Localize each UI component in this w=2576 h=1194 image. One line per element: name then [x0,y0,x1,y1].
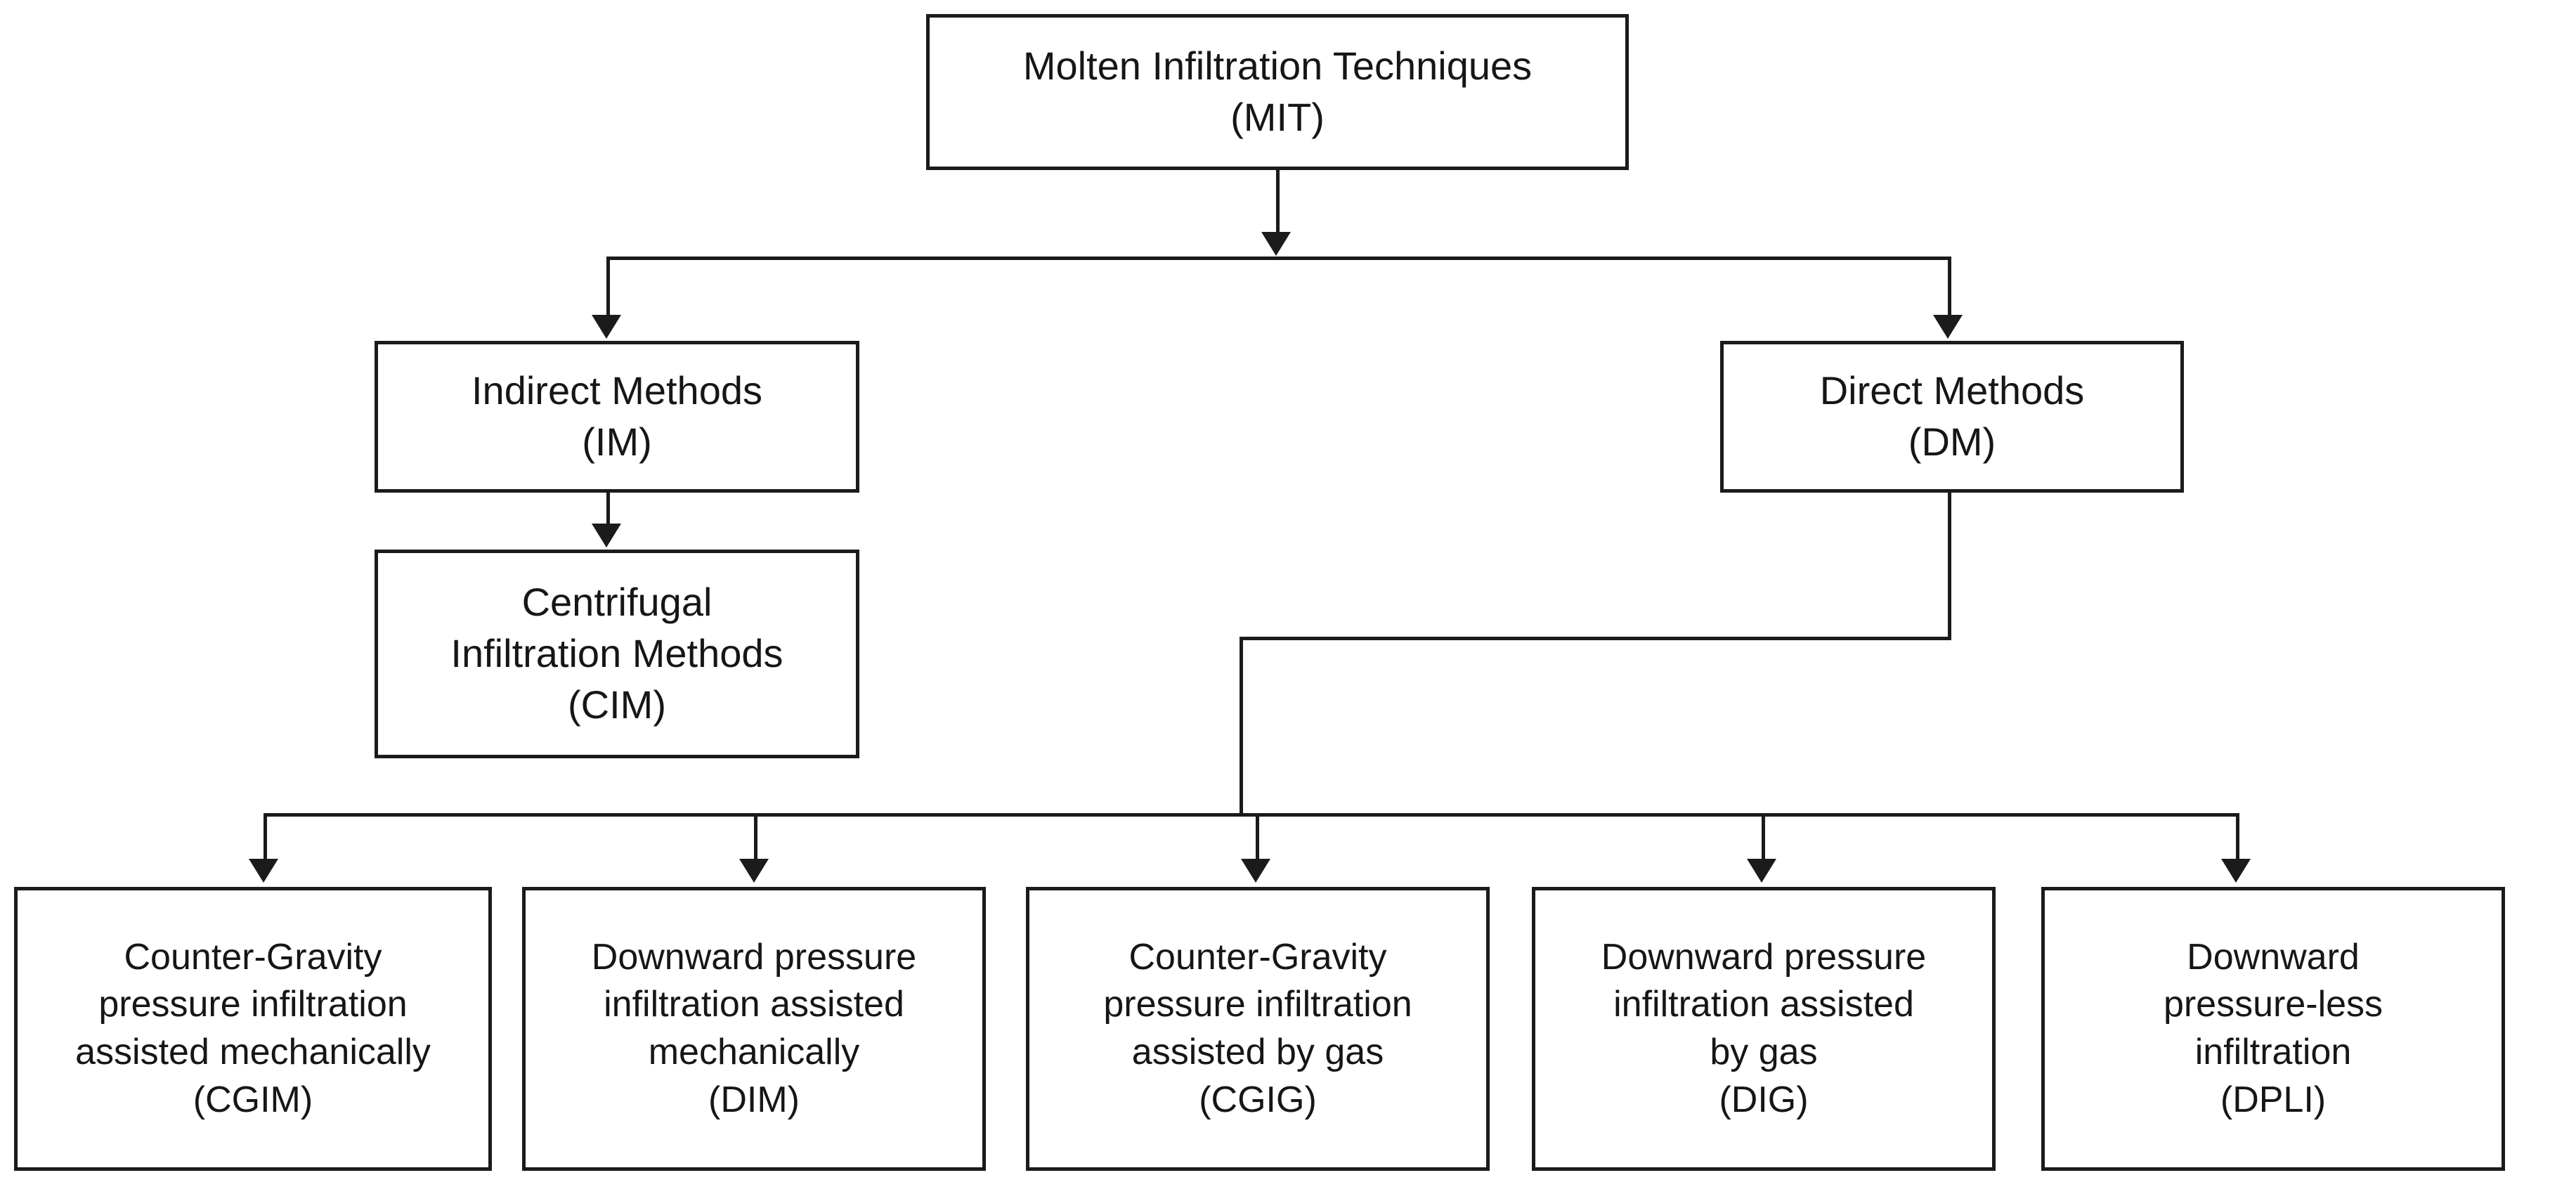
node-mit-title: Molten Infiltration Techniques [1022,44,1533,89]
node-dig-line1: Downward pressure [1601,936,1927,978]
edge-leaf-distribution-bar [264,813,2238,817]
node-dig-line2: infiltration assisted [1613,984,1914,1025]
edge-bar-to-dpli-arrowhead [2221,859,2251,883]
node-indirect-methods[interactable]: Indirect Methods (IM) [375,341,859,493]
edge-mit-to-im-arrowhead [592,315,621,339]
edge-mit-to-dm-drop [1948,257,1951,317]
edge-bar-to-dig [1762,813,1765,862]
node-counter-gravity-pressure-infiltration-assisted-by-gas[interactable]: Counter-Gravity pressure infiltration as… [1026,887,1490,1171]
node-dpli-line1: Downward [2187,936,2360,978]
node-direct-methods[interactable]: Direct Methods (DM) [1720,341,2184,493]
node-downward-pressure-less-infiltration[interactable]: Downward pressure-less infiltration (DPL… [2041,887,2505,1171]
node-cgig-line2: pressure infiltration [1103,984,1412,1025]
node-cim-line1: Centrifugal [521,580,713,625]
node-dm-abbrev: (DM) [1908,420,1996,464]
node-im-abbrev: (IM) [582,420,652,464]
node-cim-abbrev: (CIM) [568,682,666,727]
edge-bar-to-dpli [2236,813,2239,862]
node-cgim-line1: Counter-Gravity [124,936,382,978]
node-dig-line3: by gas [1710,1032,1818,1072]
node-dim-abbrev: (DIM) [708,1079,800,1120]
edge-bar-to-dim [754,813,757,862]
edge-bar-to-cgig [1256,813,1259,862]
edge-bar-to-cgim-arrowhead [249,859,278,883]
node-dpli-line3: infiltration [2194,1032,2352,1072]
edge-dm-jog [1240,637,1951,640]
node-dpli-abbrev: (DPLI) [2220,1079,2327,1120]
node-downward-pressure-infiltration-assisted-mechanically[interactable]: Downward pressure infiltration assisted … [522,887,986,1171]
node-molten-infiltration-techniques[interactable]: Molten Infiltration Techniques (MIT) [926,14,1629,170]
edge-bar-to-dim-arrowhead [739,859,769,883]
edge-im-to-cim-arrowhead [592,524,621,547]
node-dig-abbrev: (DIG) [1719,1079,1809,1120]
edge-bar-to-cgig-arrowhead [1241,859,1270,883]
node-cgig-abbrev: (CGIG) [1199,1079,1317,1120]
node-cgig-line1: Counter-Gravity [1128,936,1387,978]
node-centrifugal-infiltration-methods[interactable]: Centrifugal Infiltration Methods (CIM) [375,550,859,758]
edge-mit-trunk-arrowhead [1261,232,1291,256]
edge-mit-trunk [1276,170,1280,240]
node-cgim-line2: pressure infiltration [98,984,408,1025]
edge-dm-drop-to-bar [1240,637,1243,816]
node-cgim-abbrev: (CGIM) [193,1079,313,1120]
node-dpli-line2: pressure-less [2163,984,2383,1025]
node-mit-abbrev: (MIT) [1230,95,1325,139]
node-downward-pressure-infiltration-assisted-by-gas[interactable]: Downward pressure infiltration assisted … [1532,887,1996,1171]
edge-bar-to-dig-arrowhead [1747,859,1776,883]
node-cgig-line3: assisted by gas [1131,1032,1384,1072]
node-dm-title: Direct Methods [1819,368,2085,413]
node-dim-line2: infiltration assisted [604,984,904,1025]
edge-im-to-cim [606,493,610,526]
node-counter-gravity-pressure-infiltration-assisted-mechanically[interactable]: Counter-Gravity pressure infiltration as… [14,887,492,1171]
edge-mit-to-dm-arrowhead [1933,315,1963,339]
edge-mit-to-im-drop [606,257,610,317]
node-cim-line2: Infiltration Methods [450,631,783,676]
edge-mit-split-bar [606,257,1951,260]
node-dim-line1: Downward pressure [591,936,917,978]
node-im-title: Indirect Methods [471,368,762,413]
edge-dm-drop [1948,493,1951,640]
edge-bar-to-cgim [264,813,267,862]
node-cgim-line3: assisted mechanically [75,1032,431,1072]
node-dim-line3: mechanically [648,1032,860,1072]
